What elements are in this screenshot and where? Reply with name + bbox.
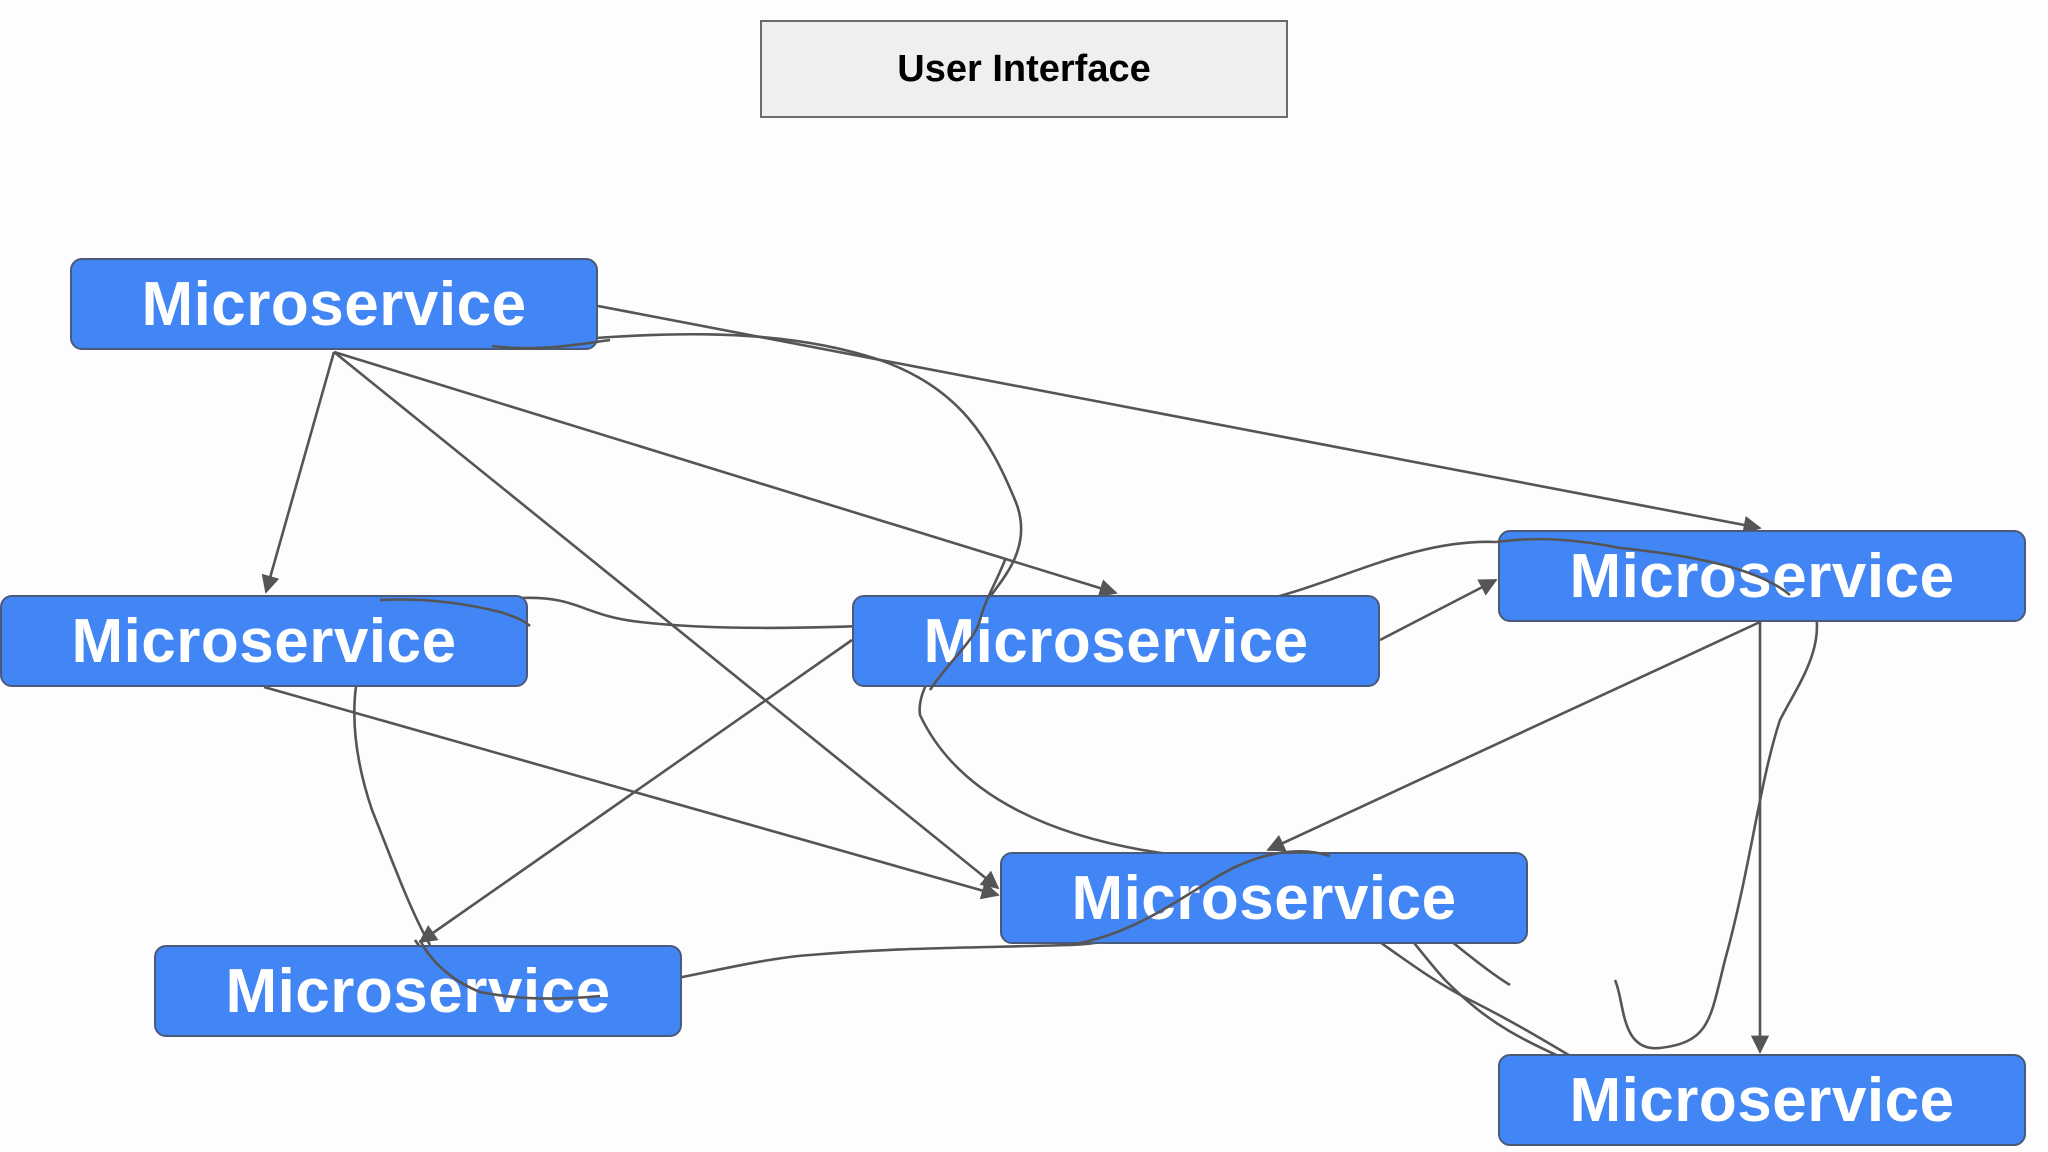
- microservice-node-2[interactable]: Microservice: [0, 595, 528, 687]
- microservice-label: Microservice: [1569, 541, 1955, 611]
- microservice-label: Microservice: [71, 606, 457, 676]
- microservice-label: Microservice: [225, 956, 611, 1026]
- microservice-label: Microservice: [141, 269, 527, 339]
- microservice-node-4[interactable]: Microservice: [1498, 530, 2026, 622]
- microservice-label: Microservice: [1569, 1065, 1955, 1135]
- microservice-node-3[interactable]: Microservice: [852, 595, 1380, 687]
- edge-svc2-to-svc5: [263, 685, 1000, 900]
- microservice-node-5[interactable]: Microservice: [1000, 852, 1528, 944]
- microservice-label: Microservice: [923, 606, 1309, 676]
- edge-svc1-to-svc2: [261, 351, 336, 594]
- user-interface-label: User Interface: [897, 47, 1151, 90]
- user-interface-box[interactable]: User Interface: [760, 20, 1288, 118]
- edge-svc1-to-svc3: [333, 350, 1118, 597]
- microservice-node-7[interactable]: Microservice: [1498, 1054, 2026, 1146]
- edge-svc1-to-svc4: [597, 304, 1762, 534]
- microservice-node-1[interactable]: Microservice: [70, 258, 598, 350]
- edge-svc3-to-svc4: [1379, 578, 1498, 642]
- microservice-node-6[interactable]: Microservice: [154, 945, 682, 1037]
- curve-svc4-loop: [1613, 558, 1819, 1050]
- microservice-label: Microservice: [1071, 863, 1457, 933]
